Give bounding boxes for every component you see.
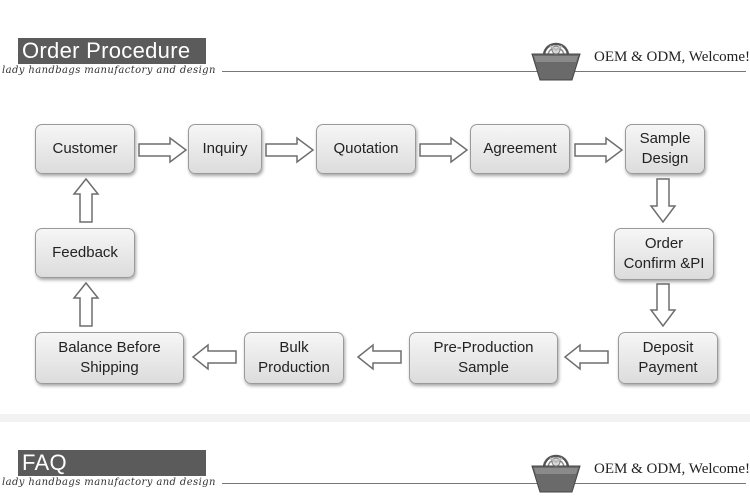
header-rule xyxy=(222,71,746,72)
step-order-confirm: Order Confirm &PI xyxy=(614,228,714,280)
step-quotation: Quotation xyxy=(316,124,416,174)
arrow-inquiry-to-quotation xyxy=(265,136,315,164)
tagline: lady handbags manufactory and design xyxy=(2,65,216,76)
faq-tagline: lady handbags manufactory and design xyxy=(2,477,216,488)
step-deposit-payment: Deposit Payment xyxy=(618,332,718,384)
faq-title: FAQ xyxy=(18,450,206,476)
faq-welcome-text: OEM & ODM, Welcome! xyxy=(594,461,750,477)
section-divider xyxy=(0,414,750,422)
arrow-order-to-deposit xyxy=(649,283,677,328)
step-inquiry: Inquiry xyxy=(188,124,262,174)
step-pre-production-sample: Pre-Production Sample xyxy=(409,332,558,384)
step-customer: Customer xyxy=(35,124,135,174)
step-bulk-production: Bulk Production xyxy=(244,332,344,384)
step-sample-design: Sample Design xyxy=(625,124,705,174)
welcome-text: OEM & ODM, Welcome! xyxy=(594,49,750,65)
handbag-icon xyxy=(531,42,581,81)
arrow-agreement-to-sample xyxy=(574,136,624,164)
step-agreement: Agreement xyxy=(470,124,570,174)
arrow-preproduction-to-bulk xyxy=(356,343,402,371)
arrow-deposit-to-preproduction xyxy=(563,343,609,371)
arrow-balance-to-feedback xyxy=(72,281,100,327)
arrow-customer-to-inquiry xyxy=(138,136,188,164)
step-feedback: Feedback xyxy=(35,228,135,278)
faq-banner: FAQ lady handbags manufactory and design… xyxy=(0,450,750,500)
arrow-quotation-to-agreement xyxy=(419,136,469,164)
step-balance-before-shipping: Balance Before Shipping xyxy=(35,332,184,384)
arrow-feedback-to-customer xyxy=(72,177,100,223)
arrow-bulk-to-balance xyxy=(191,343,237,371)
header-banner: Order Procedure lady handbags manufactor… xyxy=(0,38,750,88)
arrow-sample-to-order xyxy=(649,178,677,224)
section-title: Order Procedure xyxy=(18,38,206,64)
faq-rule xyxy=(222,483,746,484)
handbag-icon xyxy=(531,454,581,493)
